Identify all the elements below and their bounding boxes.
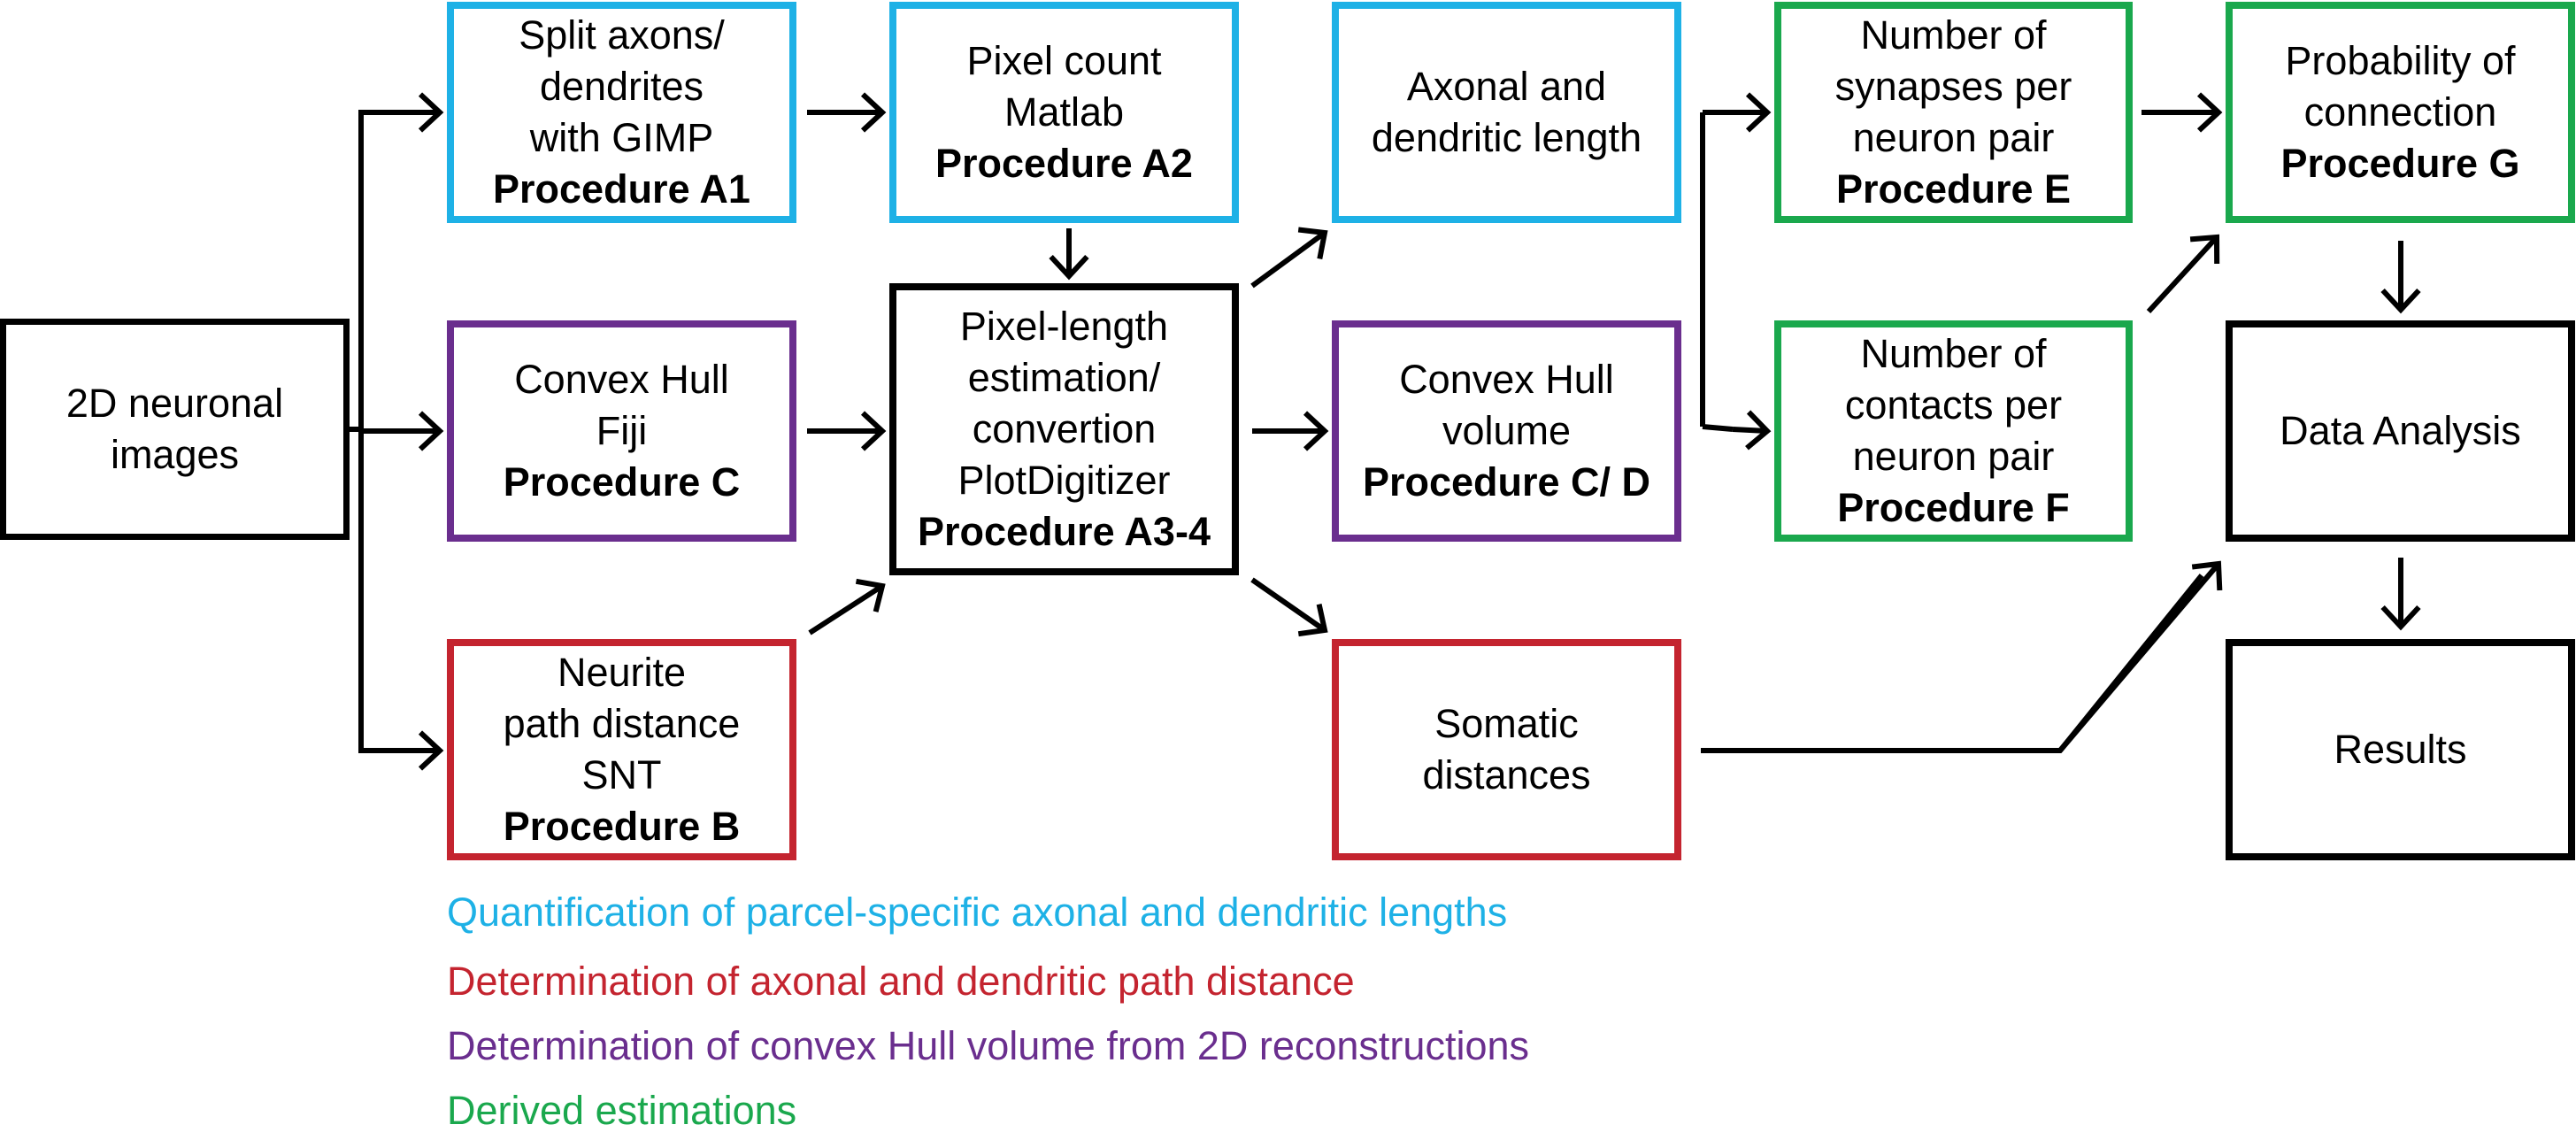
- node-text-line: Procedure B: [503, 804, 741, 849]
- node-text-line: Procedure F: [1837, 485, 2070, 530]
- arrow-length-to-axonal-head: [1297, 227, 1328, 260]
- node-text-line: Results: [2334, 727, 2467, 772]
- node-text-line: PlotDigitizer: [957, 458, 1171, 503]
- legend-item-derived: Derived estimations: [447, 1088, 797, 1133]
- node-text-line: path distance: [503, 701, 741, 746]
- node-text-line: Somatic: [1434, 701, 1579, 746]
- node-text-line: dendritic length: [1371, 115, 1642, 160]
- node-text-line: Convex Hull: [514, 357, 729, 402]
- arrow-hull-to-length-head: [860, 411, 887, 451]
- node-text-line: Procedure G: [2280, 141, 2520, 186]
- arrow-length-to-axonal: [1250, 230, 1326, 289]
- node-text-line: Procedure C/ D: [1362, 459, 1651, 505]
- arrow-neurite-to-length-head: [855, 578, 886, 612]
- arrow-length-to-somatic-head: [1297, 604, 1328, 637]
- arrow-to-neurite-path-head: [418, 730, 444, 771]
- arrow-split-to-pixel-count-head: [860, 92, 887, 133]
- arrow-to-synapses-head: [1745, 92, 1772, 133]
- node-text-line: images: [110, 432, 240, 477]
- legend-item-lengths: Quantification of parcel-specific axonal…: [447, 890, 1508, 935]
- arrow-to-convex-hull-fiji-head: [418, 411, 444, 451]
- arrow-to-contacts: [1732, 427, 1768, 434]
- arrow-somatic-to-analysis: [2057, 562, 2221, 752]
- node-text-line: convertion: [972, 406, 1157, 451]
- arrow-length-to-somatic: [1250, 577, 1326, 633]
- node-text-line: SNT: [581, 752, 662, 797]
- node-text-line: Procedure C: [503, 459, 741, 505]
- node-text-line: synapses per: [1834, 64, 2072, 109]
- arrow-synapses-to-probability-head: [2196, 92, 2223, 133]
- node-text-line: Probability of: [2285, 38, 2516, 83]
- node-text-line: Data Analysis: [2280, 408, 2521, 453]
- legend-item-convex-hull: Determination of convex Hull volume from…: [447, 1023, 1529, 1068]
- split-axons-box: Split axons/dendrites with GIMP Procedure …: [447, 2, 796, 223]
- input-images-box: 2D neuronal images: [0, 319, 350, 540]
- arrow-to-contacts-head: [1745, 410, 1772, 451]
- node-text-line: Neurite: [557, 650, 687, 695]
- arrow-probability-to-analysis-head: [2380, 288, 2421, 314]
- node-text-line: Number of: [1860, 12, 2047, 58]
- node-text-line: Convex Hull: [1399, 357, 1614, 402]
- connector-volume-join: [1702, 424, 1734, 432]
- node-text-line: contacts per: [1844, 382, 2063, 428]
- node-text-line: Number of: [1860, 331, 2047, 376]
- node-text-line: 2D neuronal: [65, 381, 284, 426]
- node-text-line: volume: [1442, 408, 1572, 453]
- arrow-analysis-to-results-head: [2380, 605, 2421, 631]
- connector-somatic-to-analysis: [1701, 574, 2204, 753]
- arrow-contacts-to-probability: [2146, 235, 2219, 314]
- node-text-line: Split axons/: [519, 12, 725, 58]
- node-text-line: estimation/: [967, 355, 1161, 400]
- node-text-line: Fiji: [596, 408, 648, 453]
- arrow-somatic-to-analysis-head: [2191, 560, 2223, 591]
- node-text-line: Procedure E: [1835, 166, 2072, 212]
- node-text-line: Procedure A3-4: [918, 509, 1211, 554]
- arrow-length-to-volume-head: [1303, 411, 1329, 451]
- node-text-line: dendrites: [539, 64, 704, 109]
- arrow-neurite-to-length: [808, 583, 884, 635]
- node-text-line: neuron pair: [1852, 115, 2055, 160]
- node-text-line: Procedure A2: [935, 141, 1193, 186]
- somatic-distances-box: Somatic distances: [1332, 639, 1681, 860]
- arrow-contacts-to-probability-head: [2189, 234, 2220, 265]
- node-text-line: Matlab: [1003, 89, 1125, 135]
- results-box: Results: [2226, 639, 2575, 860]
- axonal-length-box: Axonal and dendritic length: [1332, 2, 1681, 223]
- node-text-line: Procedure A1: [493, 166, 750, 212]
- node-text-line: connection: [2303, 89, 2497, 135]
- data-analysis-box: Data Analysis: [2226, 320, 2575, 542]
- legend-item-path-distance: Determination of axonal and dendritic pa…: [447, 959, 1355, 1004]
- node-text-line: Pixel count: [966, 38, 1162, 83]
- node-text-line: Axonal and: [1406, 64, 1607, 109]
- arrow-pixel-count-to-length-head: [1049, 254, 1089, 281]
- node-text-line: with GIMP: [529, 115, 714, 160]
- node-text-line: distances: [1422, 752, 1591, 797]
- node-text-line: Pixel-length: [959, 304, 1169, 349]
- arrow-to-split-axons-head: [418, 92, 444, 133]
- node-text-line: neuron pair: [1852, 434, 2055, 479]
